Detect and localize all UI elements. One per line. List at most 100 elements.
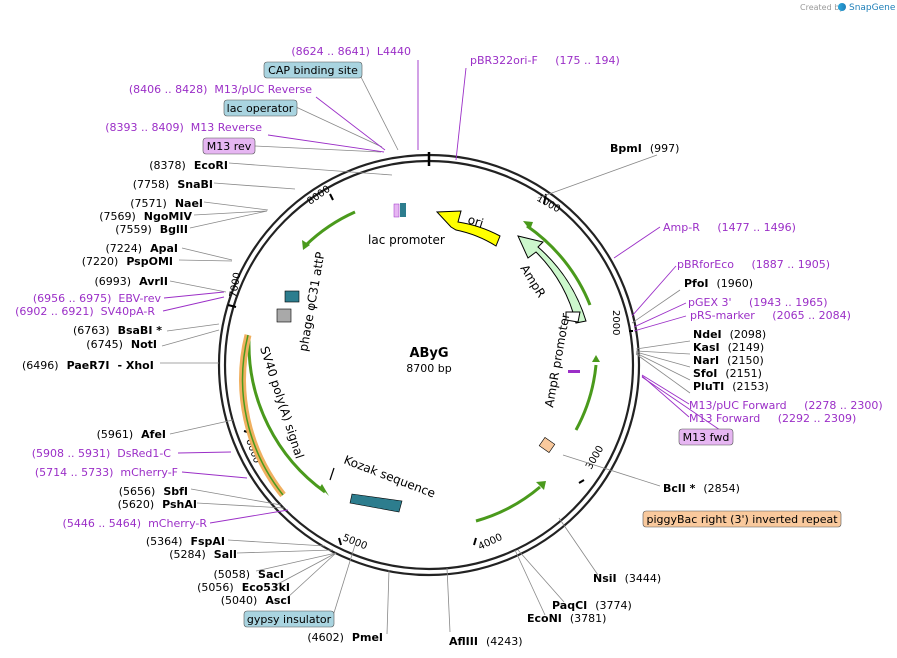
primer-m13-puc-reverse: (8406 .. 8428) M13/pUC Reverse [129,83,312,96]
site-pmei: (4602)PmeI [307,631,383,644]
primer-m13-puc-forward: M13/pUC Forward (2278 .. 2300) [689,399,883,412]
piggybac-box [642,510,842,528]
credit-prefix: Created by [800,3,844,12]
plasmid-length: 8700 bp [406,362,451,375]
site-pspomi: (7220)PspOMI [82,255,173,268]
tick-marks [227,193,633,546]
ori-label: ori [466,212,485,230]
primer-ebv-rev: (6956 .. 6975) EBV-rev [33,292,162,305]
primer-prs-marker: pRS-marker (2065 .. 2084) [690,309,851,322]
restriction-sites: BpmI(997) PfoI(1960) NdeI(2098) KasI(214… [22,142,769,648]
primer-m13-forward: M13 Forward (2292 .. 2309) [689,412,856,425]
sv40-marker [276,308,292,323]
tick-label-5000: 5000 [341,533,369,553]
site-bsabi: (6763)BsaBI * [73,324,162,337]
site-nari: NarI(2150) [693,354,764,367]
green-orf-arrow-1 [526,224,592,306]
cap-binding-box [263,61,363,79]
site-asci: (5040)AscI [221,594,291,607]
tick-label-1000: 1000 [535,193,563,215]
site-snabi: (7758)SnaBI [133,178,213,191]
site-econi: EcoNI(3781) [527,612,606,625]
primer-pbrforeco: pBRforEco (1887 .. 1905) [677,258,830,271]
site-bglii: (7559)BglII [115,223,188,236]
primer-dsred1-c: (5908 .. 5931) DsRed1-C [32,447,172,460]
green-orf-arrow-2 [574,364,598,431]
tick-5000 [338,537,342,546]
leader-lines [160,76,691,635]
credit-logo-text: SnapGene [849,3,896,13]
green-orf-arrow-3 [475,485,541,523]
site-afliii: AflIII(4243) [449,635,523,648]
site-saci: (5058)SacI [213,568,284,581]
site-paer7i: (6496)PaeR7I- XhoI [22,359,154,372]
site-pluti: PluTI(2153) [693,380,769,393]
tick-7000 [227,304,237,308]
primer-pgex-3: pGEX 3' (1943 .. 1965) [688,296,828,309]
lac-operator-box [223,99,298,117]
site-eco53ki: (5056)Eco53kI [197,581,290,594]
m13-fwd-label: M13 fwd [683,431,730,444]
tick-4000 [473,537,477,546]
primer-pbr322ori-f: pBR322ori-F (175 .. 194) [470,54,620,67]
ampr-label: AmpR [517,262,548,300]
site-afei: (5961)AfeI [97,428,166,441]
site-pfoi: PfoI(1960) [684,277,753,290]
cap-binding-label: CAP binding site [268,64,358,77]
piggybac-marker [538,437,556,453]
snapgene-logo-icon [838,3,846,11]
attp-marker [284,290,300,303]
kozak-block [349,493,403,513]
primer-l4440: (8624 .. 8641) L4440 [291,45,411,58]
lac-operator-label: lac operator [227,102,294,115]
piggybac-label: piggyBac right (3') inverted repeat [646,513,838,526]
m13-rev-label: M13 rev [207,140,252,153]
primer-sv40pa-r: (6902 .. 6921) SV40pA-R [15,305,155,318]
site-avrii: (6993)AvrII [95,275,168,288]
site-kasi: KasI(2149) [693,341,764,354]
tick-label-4000: 4000 [477,532,505,553]
tick-label-2000: 2000 [610,310,621,335]
site-paqci: PaqCI(3774) [552,599,632,612]
gypsy-insulator-label: gypsy insulator [247,613,332,626]
attp-label: phage φC31 attP [296,251,327,353]
site-sali: (5284)SalI [169,548,237,561]
ori-arrow [435,210,501,247]
tick-8000 [329,193,334,201]
green-orf-arrow-5 [247,339,326,494]
site-bcli: BclI *(2854) [663,482,740,495]
tick-3000 [578,479,585,484]
green-orf-arrow-4 [304,210,356,247]
site-fspai: (5364)FspAI [146,535,225,548]
primer-mcherry-r: (5446 .. 5464) mCherry-R [63,517,208,530]
site-sfoi: SfoI(2151) [693,367,762,380]
ampr-arrow [517,235,587,324]
ampr-promoter-label: AmpR promoter [542,312,572,408]
site-noti: (6745)NotI [86,338,157,351]
m13-rev-box [202,137,256,155]
tick-label-7000: 7000 [228,272,243,299]
tick-1000 [543,193,547,205]
site-ndei: NdeI(2098) [693,328,766,341]
ampr-promoter-arrow [565,311,581,323]
primer-labels: (8624 .. 8641) L4440 pBR322ori-F (175 ..… [15,45,883,530]
site-sbfi: (5656)SbfI [119,485,188,498]
primer-amp-r: Amp-R (1477 .. 1496) [663,221,796,234]
gypsy-insulator-box [243,610,335,628]
primer-leader-lines [162,60,721,524]
primer-stub [568,370,580,373]
site-naei: (7571)NaeI [130,197,203,210]
kozak-label: Kozak sequence [342,453,437,501]
plasmid-name: AByG [409,346,448,361]
lac-promoter-marker [400,203,406,217]
boxed-labels: CAP binding site lac operator M13 rev M1… [202,61,842,628]
m13-fwd-box [678,428,734,446]
sv40-polya-label: SV40 poly(A) signal [257,345,307,461]
site-apai: (7224)ApaI [106,242,178,255]
site-nsii: NsiI(3444) [593,572,661,585]
site-pshai: (5620)PshAI [118,498,197,511]
lac-promoter-label: lac promoter [368,233,445,247]
site-ngomiv: (7569)NgoMIV [99,210,192,223]
site-bpmi: BpmI(997) [610,142,679,155]
